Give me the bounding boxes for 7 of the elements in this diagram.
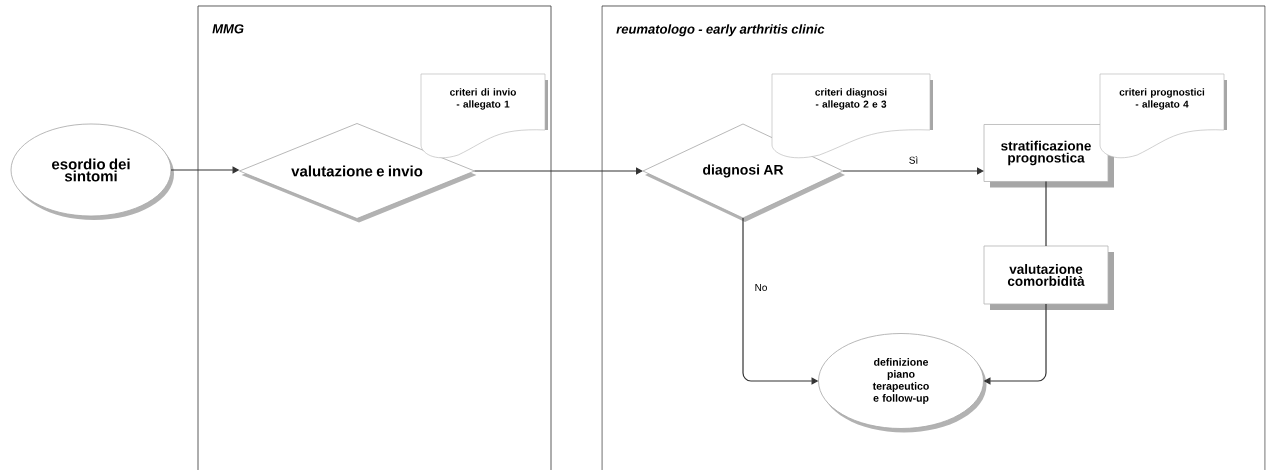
arrow xyxy=(473,167,643,175)
process-box: stratificazione prognostica xyxy=(983,124,1114,188)
process-box: valutazione comorbidità xyxy=(983,245,1114,310)
terminal-oval: definizione piano terapeutico e follow-up xyxy=(818,333,987,433)
terminal-oval: esordio dei sintomi xyxy=(10,123,174,220)
edge-label: No xyxy=(753,282,769,293)
arrow xyxy=(842,167,984,175)
